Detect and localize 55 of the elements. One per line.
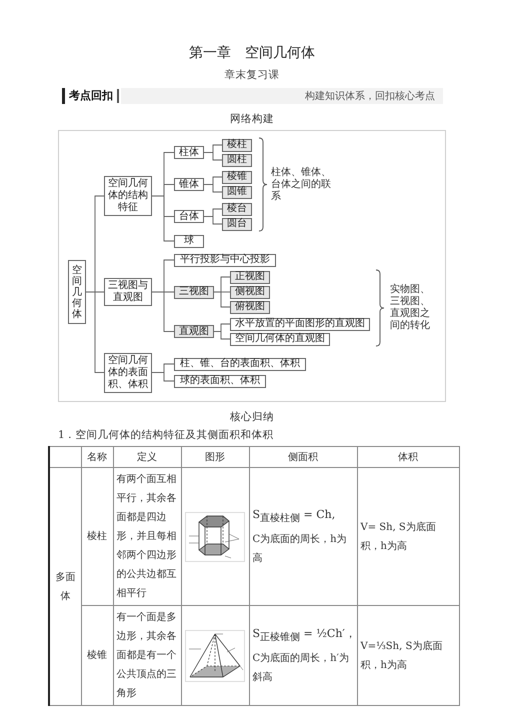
volume-formula: V= Sh, S为底面积，h为高 <box>360 520 437 554</box>
section-heading: 网络构建 <box>230 112 274 126</box>
subtopic-box: 三视图 <box>174 286 214 298</box>
subtopic-box: 球 <box>174 234 204 248</box>
row-header: 棱柱 <box>86 530 108 544</box>
banner-subtitle: 构建知识体系，回扣核心考点 <box>305 90 436 102</box>
column-header: 体积 <box>397 450 419 464</box>
column-header: 名称 <box>86 450 108 464</box>
connector-line <box>214 331 230 340</box>
volume-formula: V=⅓Sh, S为底面积，h为高 <box>360 640 444 672</box>
leaf-topic-box: 正视图 <box>230 270 270 284</box>
topic-box: 三视图与直观图 <box>104 278 152 306</box>
topic-box: 空间几何体的结构特征 <box>104 176 152 216</box>
brace-note: 柱体、锥体、台体之间的联系 <box>271 167 332 203</box>
subtopic-box: 空间几何体的直观图 <box>230 332 330 346</box>
subtopic-box: 水平放置的平面图形的直观图 <box>230 318 370 330</box>
column-header: 图形 <box>204 450 226 464</box>
brace-note: 实物图、三视图、直观图之间的转化 <box>390 284 431 332</box>
connector-line <box>204 184 222 192</box>
leaf-topic-box: 圆锥 <box>222 186 252 198</box>
topic-box: 空间几何体的表面积、体积 <box>104 352 152 392</box>
leaf-topic-box: 侧视图 <box>230 286 270 298</box>
subtopic-box: 球的表面积、体积 <box>174 374 266 388</box>
connector-line <box>152 196 174 242</box>
root-topic-box: 空间几何体 <box>68 260 86 324</box>
column-header: 侧面积 <box>287 450 319 464</box>
subsection-title: 1．空间几何体的结构特征及其侧面积和体积 <box>58 428 274 442</box>
subtopic-box: 柱、锥、台的表面积、体积 <box>174 358 306 370</box>
connector-line <box>204 216 222 224</box>
leaf-topic-box: 圆台 <box>222 218 252 230</box>
leaf-topic-box: 圆柱 <box>222 154 252 166</box>
leaf-topic-box: 棱柱 <box>222 138 252 152</box>
section-banner <box>62 88 443 104</box>
connector-line <box>204 152 222 160</box>
row-header: 棱锥 <box>86 648 108 663</box>
subtopic-box: 直观图 <box>174 325 214 338</box>
page-title: 第一章 空间几何体 <box>189 44 315 62</box>
subtitle: 章末复习课 <box>224 68 280 82</box>
section-heading: 核心归纳 <box>230 410 274 424</box>
subtopic-box: 平行投影与中心投影 <box>174 254 276 266</box>
subtopic-box: 台体 <box>174 210 204 223</box>
connector-line <box>152 372 174 382</box>
subtopic-box: 柱体 <box>174 146 204 159</box>
connector-line <box>152 292 174 332</box>
connector-line <box>86 292 104 373</box>
leaf-topic-box: 棱锥 <box>222 170 252 184</box>
formula-note: C为底面的周长，h为高 <box>252 532 348 566</box>
column-header: 定义 <box>136 450 158 464</box>
leaf-topic-box: 俯视图 <box>230 300 270 314</box>
row-header: 多面体 <box>54 570 76 604</box>
definition-text: 有两个面互相平行，其余各面都是四边形，并且每相邻两个四边形的公共边都互相平行 <box>116 472 178 601</box>
leaf-topic-box: 棱台 <box>222 202 252 216</box>
subtopic-box: 锥体 <box>174 178 204 191</box>
definition-text: 有一个面是多边形，其余各面都是有一个公共顶点的三角形 <box>116 611 178 701</box>
formula-note: C为底面的周长，h′为斜高 <box>252 652 350 685</box>
